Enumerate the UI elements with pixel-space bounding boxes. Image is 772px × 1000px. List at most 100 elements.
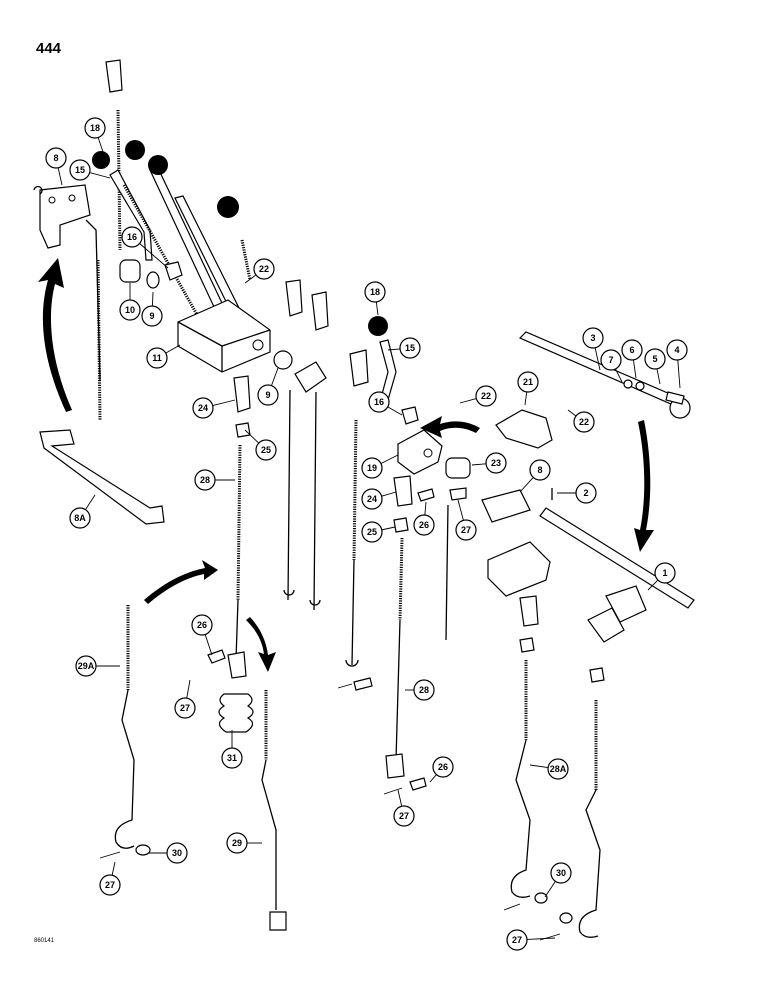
callout-label: 10 bbox=[125, 305, 135, 315]
callout-circle bbox=[192, 397, 214, 419]
callout-1: 1 bbox=[647, 562, 676, 591]
callout-leader-line bbox=[97, 137, 104, 153]
callout-leader-line bbox=[111, 861, 116, 876]
callout-leader-line bbox=[429, 774, 437, 783]
callout-leader-line bbox=[397, 789, 403, 807]
callout-9: 9 bbox=[141, 291, 163, 327]
lever-15-left bbox=[109, 169, 153, 261]
callout-circle bbox=[221, 747, 243, 769]
bushing-center bbox=[294, 361, 327, 393]
callout-7: 7 bbox=[600, 349, 623, 383]
callout-11: 11 bbox=[146, 344, 181, 369]
callout-circle bbox=[600, 349, 622, 371]
callout-9: 9 bbox=[257, 367, 279, 406]
callout-circle bbox=[119, 299, 141, 321]
callout-circle bbox=[191, 614, 213, 636]
callout-circle bbox=[166, 842, 188, 864]
rod-28-left-thread bbox=[236, 444, 242, 601]
callout-circle bbox=[550, 862, 572, 884]
callout-label: 26 bbox=[438, 762, 448, 772]
callout-label: 27 bbox=[461, 525, 471, 535]
callout-26: 26 bbox=[191, 614, 213, 656]
callout-label: 29A bbox=[78, 661, 95, 671]
callout-31: 31 bbox=[221, 730, 243, 769]
nut-25-upper bbox=[235, 422, 251, 438]
callout-label: 27 bbox=[399, 811, 409, 821]
callout-circle bbox=[506, 929, 528, 951]
callout-label: 5 bbox=[652, 354, 657, 364]
clevis-center-b bbox=[311, 291, 329, 331]
callout-18: 18 bbox=[364, 281, 386, 316]
arrow-curve-left bbox=[38, 258, 72, 412]
rod-28-center-thread bbox=[398, 537, 404, 621]
washer-30-right-b bbox=[559, 912, 573, 924]
housing-11 bbox=[177, 299, 271, 373]
callout-circle bbox=[517, 371, 539, 393]
callout-circle bbox=[368, 391, 390, 413]
callout-leader-line bbox=[519, 477, 534, 493]
callout-label: 9 bbox=[149, 311, 154, 321]
lower-right-assembly bbox=[487, 541, 647, 941]
callout-leader-line bbox=[594, 347, 601, 371]
callout-leader-line bbox=[615, 368, 623, 383]
rod-28-center bbox=[395, 619, 401, 761]
callout-label: 8A bbox=[74, 513, 86, 523]
rod-29-end bbox=[269, 911, 287, 931]
callout-label: 27 bbox=[105, 880, 115, 890]
callout-circle bbox=[361, 521, 383, 543]
callout-19: 19 bbox=[361, 454, 399, 479]
rod-center-3 bbox=[352, 419, 358, 561]
callout-circle bbox=[485, 452, 507, 474]
callout-leader-line bbox=[212, 399, 236, 407]
rod-thread-left bbox=[96, 259, 102, 421]
bracket-8A-body bbox=[39, 429, 165, 525]
callout-circle bbox=[226, 832, 248, 854]
callout-circle bbox=[455, 519, 477, 541]
callout-8: 8 bbox=[519, 459, 551, 493]
callout-circle bbox=[432, 756, 454, 778]
callout-leader-line bbox=[544, 881, 556, 898]
callout-circle bbox=[69, 507, 91, 529]
callout-label: 29 bbox=[232, 838, 242, 848]
clevis-center-a bbox=[285, 279, 303, 317]
callout-15: 15 bbox=[69, 159, 111, 181]
rod-center-2 bbox=[309, 391, 321, 611]
callout-label: 3 bbox=[590, 333, 595, 343]
block-19 bbox=[397, 429, 443, 475]
callout-24: 24 bbox=[192, 397, 236, 419]
clevis-center-c bbox=[349, 349, 369, 387]
pin-27-mid bbox=[353, 677, 373, 691]
callout-circle bbox=[575, 482, 597, 504]
callout-circle bbox=[45, 147, 67, 169]
callout-leader-line bbox=[647, 579, 659, 591]
callout-leader-line bbox=[165, 344, 181, 354]
callout-4: 4 bbox=[666, 339, 688, 389]
callout-circle bbox=[399, 337, 421, 359]
callout-30: 30 bbox=[544, 862, 572, 898]
knob-d bbox=[217, 196, 239, 218]
clip-upper-left bbox=[33, 185, 43, 195]
callout-leader-line bbox=[529, 764, 549, 769]
callout-label: 8 bbox=[537, 465, 542, 475]
callout-27: 27 bbox=[174, 679, 196, 719]
callout-label: 15 bbox=[75, 165, 85, 175]
callout-25: 25 bbox=[244, 429, 277, 461]
arrow-curve-down bbox=[246, 617, 276, 672]
rod-center-3-end bbox=[345, 559, 359, 667]
clevis-lower-left bbox=[227, 651, 247, 679]
callout-leader-line bbox=[57, 167, 63, 186]
callout-16: 16 bbox=[368, 391, 403, 416]
knob-c bbox=[148, 155, 168, 175]
nut-right-a bbox=[519, 637, 535, 653]
callout-circle bbox=[582, 327, 604, 349]
callout-label: 25 bbox=[261, 445, 271, 455]
callout-leader-line bbox=[424, 501, 427, 516]
callout-label: 18 bbox=[90, 123, 100, 133]
washer-30-right-a bbox=[534, 892, 548, 904]
lever-15-center bbox=[379, 339, 397, 401]
callout-23: 23 bbox=[471, 452, 507, 474]
callout-leader-line bbox=[380, 454, 399, 464]
spacer-23 bbox=[445, 457, 471, 479]
callout-label: 18 bbox=[370, 287, 380, 297]
callout-label: 9 bbox=[265, 390, 270, 400]
